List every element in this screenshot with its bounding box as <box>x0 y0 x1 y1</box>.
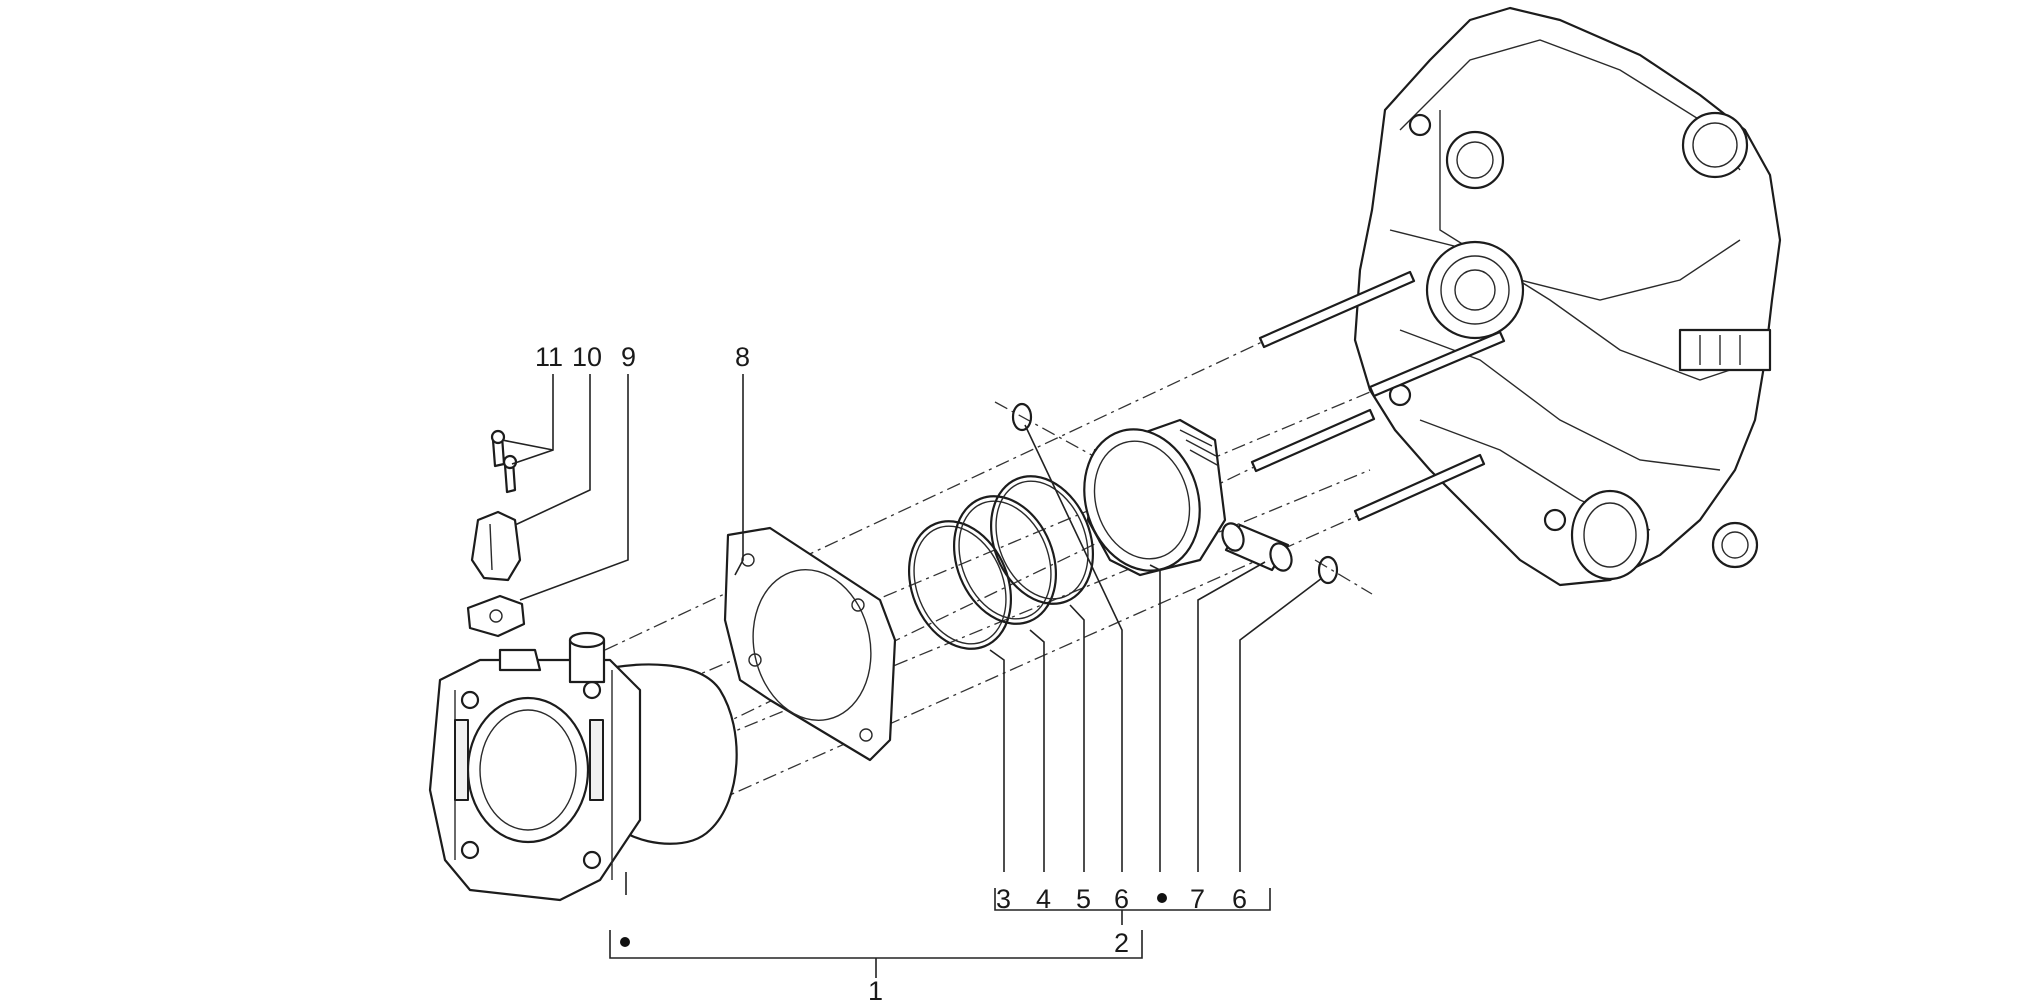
piston <box>1083 418 1227 577</box>
label-3: 3 <box>996 884 1011 914</box>
label-5: 5 <box>1076 884 1091 914</box>
piston-rings <box>907 475 1095 650</box>
chain-tensioner <box>466 429 526 638</box>
label-6-right: 6 <box>1232 884 1247 914</box>
engine-crankcase <box>1353 6 1782 587</box>
cylinder-studs <box>1250 270 1506 522</box>
label-6-left: 6 <box>1114 884 1129 914</box>
group-2-dot <box>1157 893 1167 903</box>
cylinder-base-gasket <box>723 526 897 762</box>
label-1: 1 <box>868 976 883 1004</box>
label-7: 7 <box>1190 884 1205 914</box>
label-10: 10 <box>572 342 602 372</box>
label-8: 8 <box>735 342 750 372</box>
circlips <box>1011 402 1339 585</box>
label-2: 2 <box>1114 928 1129 958</box>
group-1-bracket <box>609 930 1143 978</box>
cylinder <box>428 631 738 902</box>
label-11: 11 <box>535 342 563 372</box>
group-1-dot <box>620 937 630 947</box>
group-2-bracket <box>994 888 1271 925</box>
piston-pin <box>1221 522 1293 572</box>
leader-lines <box>501 374 1323 895</box>
label-9: 9 <box>621 342 636 372</box>
label-4: 4 <box>1036 884 1051 914</box>
